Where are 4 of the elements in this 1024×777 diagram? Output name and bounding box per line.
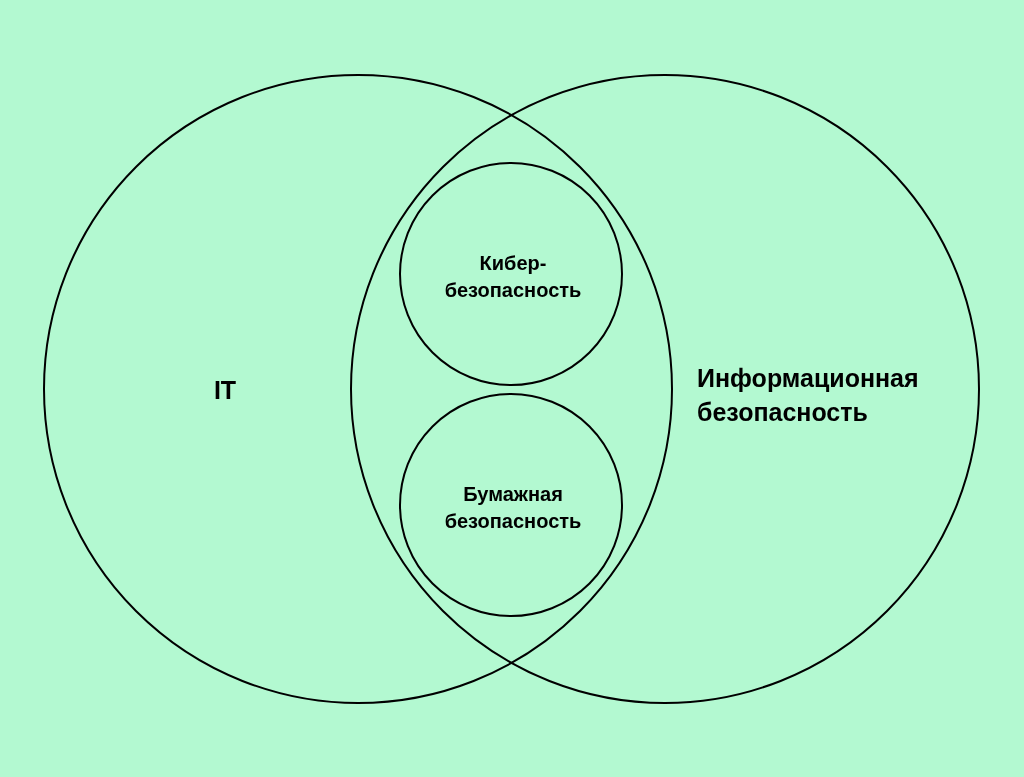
circle-label: IT bbox=[212, 375, 238, 406]
circle-label: Бумажная безопасность bbox=[443, 482, 583, 534]
circle-label: Информационная безопасность bbox=[697, 363, 920, 428]
circle-label: Кибер- безопасность bbox=[443, 251, 583, 303]
